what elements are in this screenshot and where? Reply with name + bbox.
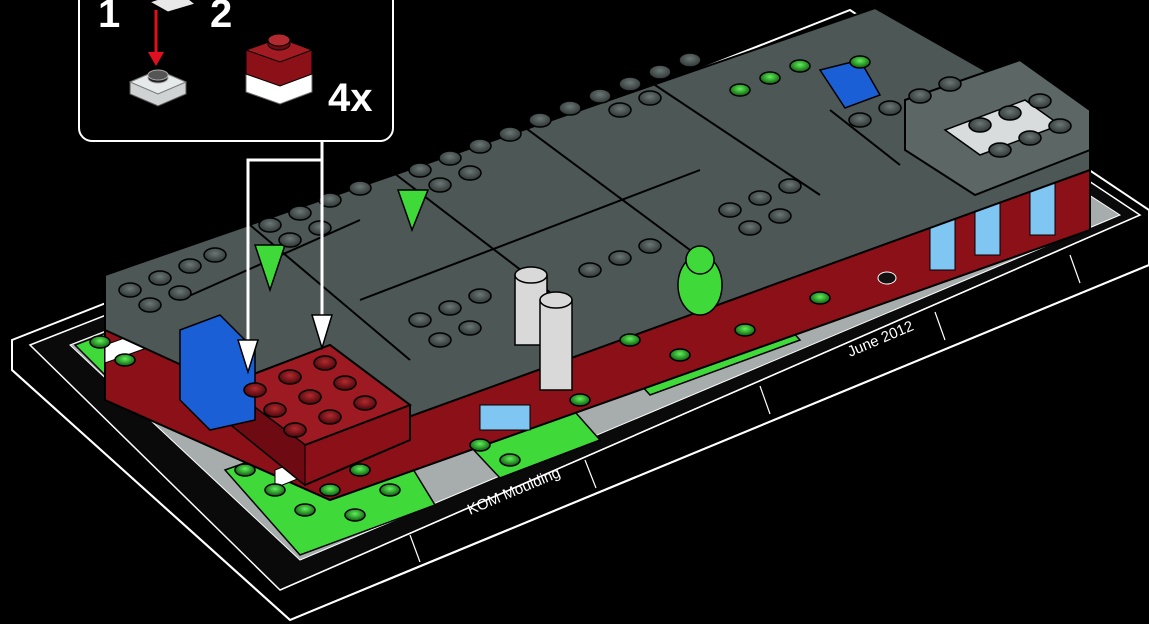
quantity-label: 4x <box>328 78 373 118</box>
clear-brick-icon <box>130 70 186 106</box>
arrow-down-icon <box>148 10 164 66</box>
callout-illustration <box>80 0 396 144</box>
instruction-callout: 1 2 4x <box>78 0 394 142</box>
black-stud <box>878 272 896 284</box>
red-brick-icon <box>246 34 312 104</box>
